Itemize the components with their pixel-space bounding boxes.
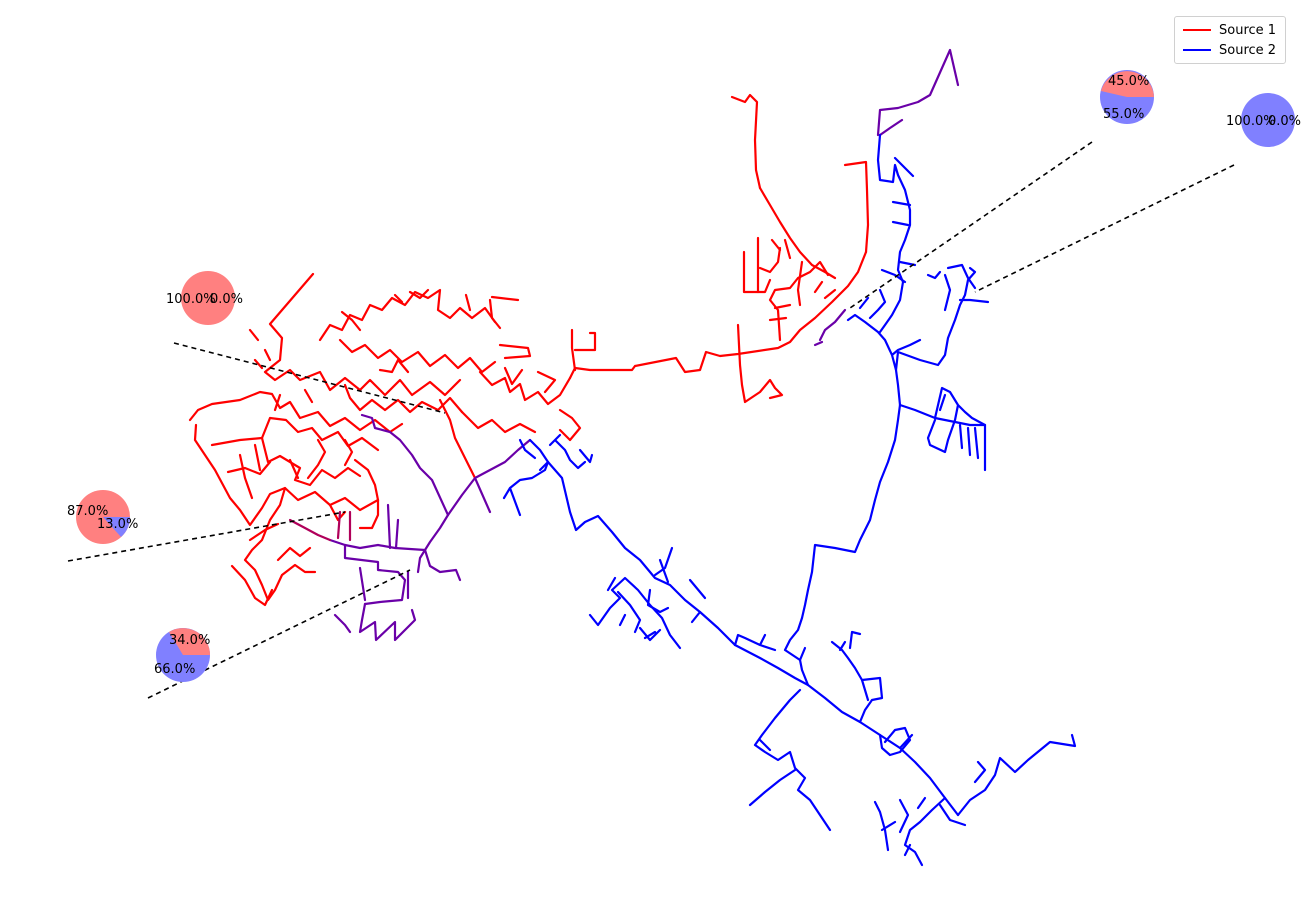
pie-label-source2: 0.0% <box>1268 114 1301 129</box>
red-pipe-segment <box>570 328 597 372</box>
blue-pipe-segment <box>546 460 737 647</box>
red-pipe-segment <box>306 438 380 502</box>
red-pipe-segment <box>188 390 404 434</box>
red-pipe-segment <box>340 288 430 374</box>
mixed-pipe-segment <box>876 48 960 137</box>
legend-label: Source 1 <box>1219 22 1277 38</box>
legend-item-source2: Source 2 <box>1183 41 1276 59</box>
pie-chart: 45.0% 55.0% <box>1100 70 1154 124</box>
red-pipe-segment <box>768 160 870 342</box>
pie-label-source1: 100.0% <box>166 292 216 307</box>
pie-slice-source1 <box>169 628 210 655</box>
red-pipe-segment <box>226 416 380 476</box>
red-pipe-segment <box>193 423 380 527</box>
red-pipe-segment <box>263 272 462 397</box>
blue-pipe-segment <box>646 546 707 624</box>
pie-chart: 100.0% 0.0% <box>1226 93 1301 147</box>
mixed-pipe-segment <box>446 438 532 517</box>
blue-pipe-segment <box>830 630 884 724</box>
blue-pipe-segment <box>588 576 682 650</box>
mixed-pipe-segment <box>288 510 352 542</box>
blue-pipe-segment <box>898 796 967 867</box>
blue-pipe-segment <box>898 403 987 472</box>
red-pipe-segment <box>736 303 792 404</box>
source1-network <box>188 93 870 607</box>
red-pipe-segment <box>243 486 317 602</box>
blue-pipe-segment <box>878 726 914 757</box>
blue-pipe-segment <box>846 313 922 407</box>
red-pipe-segment <box>248 328 314 412</box>
blue-pipe-segment <box>926 386 987 454</box>
red-pipe-segment <box>338 338 497 374</box>
legend-label: Source 2 <box>1219 42 1277 58</box>
leader-line <box>173 342 446 414</box>
red-pipe-segment <box>756 236 837 307</box>
blue-pipe-segment <box>783 403 902 662</box>
leader-lines <box>67 141 1235 699</box>
mixed-pipe-segment <box>328 538 427 606</box>
pie-label-source2: 66.0% <box>154 662 195 677</box>
leader-line <box>849 141 1093 309</box>
mixed-pipe-segment <box>386 503 462 600</box>
leader-line <box>974 164 1235 293</box>
blue-pipe-segment <box>876 133 912 334</box>
red-pipe-segment <box>568 250 868 380</box>
blue-pipe-segment <box>894 266 990 372</box>
blue-pipe-segment <box>518 433 594 472</box>
blue-pipe-segment <box>926 263 977 312</box>
pie-chart: 100.0% 0.0% <box>166 271 243 325</box>
blue-pipe-segment <box>733 643 960 817</box>
red-pipe-segment <box>503 366 582 442</box>
pie-chart: 87.0% 13.0% <box>67 490 138 544</box>
pie-label-source2: 55.0% <box>1103 107 1144 122</box>
blue-pipe-segment <box>606 576 662 642</box>
blue-pipe-segment <box>858 156 917 320</box>
blue-pipe-segment <box>956 733 1077 817</box>
red-pipe-segment <box>478 370 572 406</box>
pie-label-source1: 100.0% <box>1226 114 1276 129</box>
mixed-pipe-segment <box>813 308 847 347</box>
blue-pipe-segment <box>798 640 870 702</box>
blue-pipe-segment <box>753 688 832 832</box>
blue-pipe-segment <box>748 738 797 807</box>
pie-slice-source2 <box>1241 93 1295 147</box>
pie-label-source1: 45.0% <box>1108 74 1149 89</box>
leader-line <box>67 511 346 562</box>
pie-markers: 100.0% 0.0% 87.0% 13.0% 34.0% 66.0% <box>67 70 1301 682</box>
mixed-pipe-segment <box>333 566 417 642</box>
mixed-network <box>288 48 960 642</box>
legend: Source 1 Source 2 <box>1174 16 1286 64</box>
source2-network <box>502 133 1077 867</box>
blue-pipe-segment <box>873 800 912 857</box>
red-pipe-segment <box>210 436 362 487</box>
red-pipe-segment <box>438 398 537 480</box>
red-pipe-segment <box>328 498 380 530</box>
legend-swatch-red <box>1183 29 1211 31</box>
mixed-pipe-segment <box>360 413 450 574</box>
legend-item-source1: Source 1 <box>1183 21 1276 39</box>
pie-label-source1: 34.0% <box>169 633 210 648</box>
pie-label-source1: 87.0% <box>67 504 108 519</box>
red-pipe-segment <box>730 93 762 190</box>
pie-label-source2: 13.0% <box>97 517 138 532</box>
blue-pipe-segment <box>958 423 980 460</box>
red-pipe-segment <box>464 293 532 360</box>
pie-slice-source1 <box>181 271 235 325</box>
blue-pipe-segment <box>733 633 777 652</box>
blue-pipe-segment <box>502 438 550 517</box>
pie-slice-source1 <box>1101 71 1154 97</box>
pie-label-source2: 0.0% <box>210 292 243 307</box>
pie-slice-source2 <box>103 517 130 537</box>
red-pipe-segment <box>742 186 837 294</box>
pie-chart: 34.0% 66.0% <box>154 628 210 682</box>
red-pipe-segment <box>238 443 300 500</box>
legend-swatch-blue <box>1183 49 1211 51</box>
red-pipe-segment <box>230 522 312 607</box>
